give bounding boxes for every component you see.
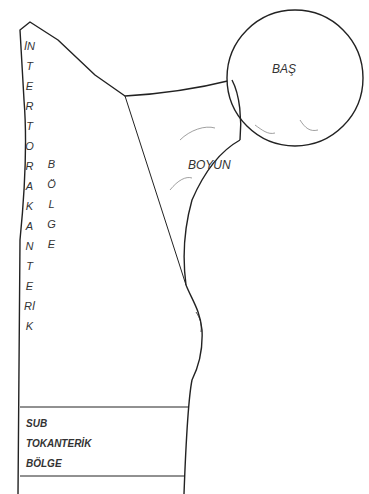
neck-label: BOYUN <box>188 158 231 172</box>
shading <box>170 120 318 190</box>
head-label: BAŞ <box>272 62 296 76</box>
intertrochanteric-line <box>125 96 186 285</box>
region-label: SUB TOKANTERİK BÖLGE <box>26 414 91 474</box>
head-neck-junction <box>232 80 241 140</box>
subtrochanteric-border <box>20 407 188 476</box>
femur-outline <box>18 22 240 494</box>
trochanter-detail <box>196 312 201 332</box>
femoral-head <box>227 10 363 146</box>
